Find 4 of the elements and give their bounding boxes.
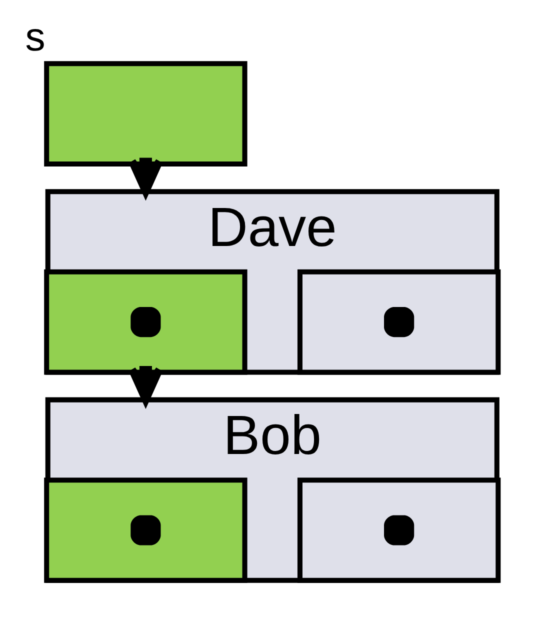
- node-box: [297, 478, 501, 583]
- node-label: s: [25, 14, 46, 60]
- node-box: [44, 478, 248, 583]
- node-box: [297, 269, 501, 375]
